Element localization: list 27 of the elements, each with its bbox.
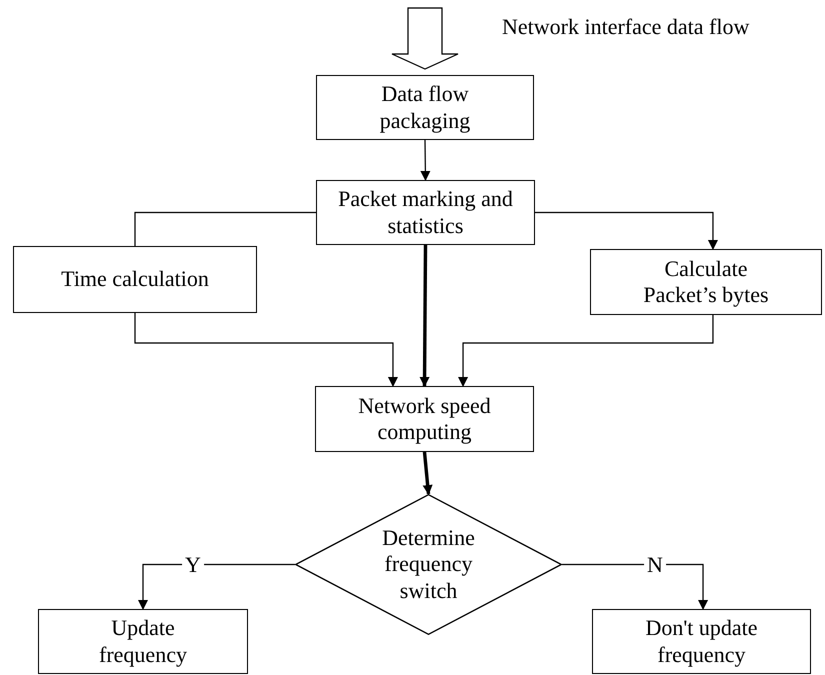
node-label: Calculate Packet’s bytes bbox=[642, 256, 770, 308]
block-arrow bbox=[391, 7, 459, 70]
arrow bbox=[535, 212, 718, 250]
connector-line bbox=[134, 212, 316, 246]
arrow bbox=[458, 315, 714, 387]
arrow bbox=[420, 244, 430, 387]
process-box bbox=[316, 75, 534, 140]
arrow bbox=[420, 140, 430, 181]
process-box bbox=[13, 246, 257, 313]
process-box bbox=[38, 609, 248, 674]
node-label: Data flow packaging bbox=[378, 81, 472, 134]
node-label: Network speed computing bbox=[357, 392, 492, 446]
node-label: Determine frequency switch bbox=[381, 524, 476, 604]
node-label: Packet marking and statistics bbox=[338, 186, 513, 239]
arrow bbox=[138, 564, 295, 610]
node-label: Update frequency bbox=[98, 615, 188, 668]
node-label: Time calculation bbox=[61, 266, 209, 293]
arrow bbox=[134, 313, 398, 387]
arrow bbox=[562, 564, 708, 610]
process-box bbox=[592, 609, 811, 674]
annotation-text: Network interface data flow bbox=[502, 14, 750, 40]
process-box bbox=[316, 180, 535, 245]
process-box bbox=[590, 249, 822, 315]
node-label: Don't update frequency bbox=[644, 615, 759, 668]
process-box bbox=[315, 386, 534, 452]
decision-diamond bbox=[295, 494, 562, 635]
arrow bbox=[422, 452, 433, 495]
